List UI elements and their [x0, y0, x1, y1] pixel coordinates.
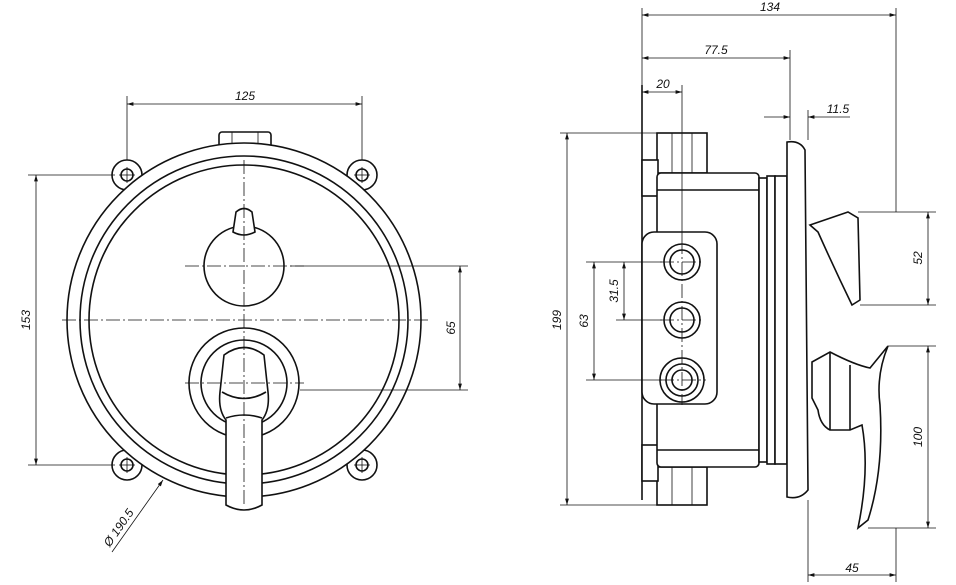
dim-width: 125	[235, 89, 255, 103]
dim-overall-height: 199	[550, 310, 564, 330]
dim-port-offset: 20	[655, 77, 670, 91]
diverter-knob-profile	[808, 211, 861, 307]
side-view: 134 77.5 20 11.5 199 63 31.5 52	[550, 0, 936, 582]
dim-lever-depth: 45	[845, 561, 859, 575]
lever-profile	[811, 345, 889, 531]
dim-port-spacing-total: 63	[577, 314, 591, 328]
front-view: 125 153 65 Ø 190.5	[19, 89, 468, 553]
dim-height: 153	[19, 310, 33, 330]
dim-spout-height: 52	[911, 251, 925, 265]
dim-depth-to-plate: 77.5	[704, 43, 728, 57]
cover-plate-profile	[786, 140, 809, 499]
dim-offset: 65	[444, 321, 458, 335]
dim-lever-height: 100	[911, 427, 925, 447]
dim-plate-gap: 11.5	[827, 102, 850, 116]
dim-port-spacing: 31.5	[607, 279, 621, 303]
dim-overall-depth: 134	[760, 0, 780, 14]
